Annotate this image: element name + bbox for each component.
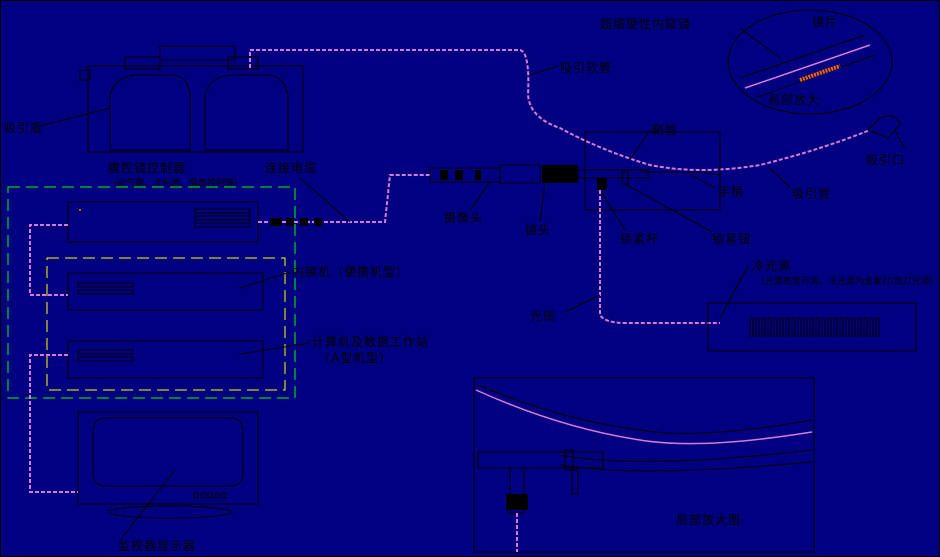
camera-head-label: 摄像头 — [444, 210, 483, 225]
controller-box — [67, 201, 259, 243]
light-cable — [599, 190, 720, 324]
vent-slot — [851, 317, 856, 337]
controller-note: （含气腹、冷光源、摄像控制等） — [108, 177, 243, 189]
suction-tube-label: 吸引软管 — [560, 60, 612, 75]
endoscope-unit-label: 内镜机（便携机型） — [292, 264, 409, 279]
suction-bottle-label: 吸引瓶 — [4, 121, 43, 135]
suction-tube-leader — [529, 65, 559, 76]
vent-slot — [767, 317, 772, 337]
computer-unit-label: 计算机及数据工作站 — [312, 334, 429, 349]
inset-label-a: 镜片 — [812, 14, 838, 29]
vent-slot — [827, 317, 832, 337]
vent-slot — [755, 317, 760, 337]
inset-highlight — [799, 64, 841, 82]
locking-rod-label: 锁紧杆 — [620, 231, 659, 246]
suction-bottle-leader — [39, 107, 111, 127]
system-frame-inner — [46, 257, 286, 391]
catheter-label: 吸引管 — [792, 186, 831, 201]
vent-slot — [779, 317, 784, 337]
computer-monitor-cable — [29, 354, 78, 493]
monitor-label: 监视器显示器 — [118, 538, 196, 553]
vent-slot — [821, 317, 826, 337]
monitor — [77, 411, 259, 519]
suction-head-label: 吸引口 — [866, 153, 905, 167]
vent-slot — [863, 317, 868, 337]
controller-endoscope-cable — [29, 224, 68, 296]
vent-slot — [809, 317, 814, 337]
lens-label: 镜头 — [525, 222, 551, 237]
cold-light-label: 冷光源 — [752, 259, 791, 273]
handle-housing — [584, 131, 721, 211]
handle-label: 手柄 — [718, 185, 744, 199]
sheath-label: 鞘管 — [652, 122, 678, 137]
vent-slot — [833, 317, 838, 337]
endoscope-unit-box — [67, 272, 264, 311]
vent-slot — [803, 317, 808, 337]
locking-knob-label: 锁紧钮 — [712, 231, 751, 246]
vent-slot — [857, 317, 862, 337]
cold-light-source — [707, 302, 917, 352]
suction-head — [867, 115, 906, 151]
vent-slot — [761, 317, 766, 337]
inset-title: 超细硬性内窥镜 — [600, 16, 691, 31]
vent-slot — [815, 317, 820, 337]
magnified-inset — [727, 9, 893, 115]
detail-panel — [473, 377, 815, 553]
suction-tube — [249, 49, 871, 171]
vent-slot — [785, 317, 790, 337]
cold-light-note: （光源亮度可调，冷光源为卤素灯/氙灯光源） — [756, 275, 939, 287]
connecting-cable-label: 连接电缆 — [265, 160, 317, 175]
lens-block — [542, 165, 578, 183]
vent-slot — [839, 317, 844, 337]
vent-slot — [773, 317, 778, 337]
vent-slot — [749, 317, 754, 337]
detail-title: 局部放大图 — [676, 512, 741, 527]
inset-label-b: 局部放大 — [768, 92, 820, 107]
light-cable-label: 光缆 — [530, 309, 556, 323]
computer-unit-box — [67, 340, 264, 379]
vent-slot — [845, 317, 850, 337]
connecting-cable — [258, 174, 430, 223]
vent-slot — [875, 317, 880, 337]
vent-slot — [797, 317, 802, 337]
system-frame-outer — [7, 186, 296, 399]
computer-unit-sublabel: （A型机型） — [318, 351, 392, 365]
vent-slot — [791, 317, 796, 337]
vent-slot — [869, 317, 874, 337]
controller-label: 腹腔镜控制器 — [108, 160, 186, 175]
suction-bottle-unit — [79, 45, 304, 153]
